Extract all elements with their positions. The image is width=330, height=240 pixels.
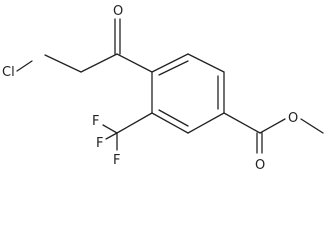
bond-o-methyl [300,118,324,134]
bond-ch2-carbonyl [80,53,118,73]
ring-bond-4 [187,112,225,134]
bond-carbonyl-ring [116,53,153,73]
bond-ester-single-o [259,118,286,134]
bond-cf3-f-left [105,132,118,140]
ring-inner-bond-a [158,60,189,76]
bond-ring-ester [223,112,261,134]
atom-label-ketone-o: O [113,4,123,19]
atom-label-carbonyl-o: O [255,158,265,173]
structure-diagram: Cl O F F F O O [2,4,324,173]
ring-bond-1 [151,53,189,73]
bond-cf3-f-top [102,124,118,134]
bond-ch2-ch2 [44,54,82,73]
bond-ring-cf3 [116,112,153,134]
atom-label-cl: Cl [2,65,15,80]
ring-bond-2 [187,53,225,73]
ring-inner-bond-c [158,109,189,127]
atom-label-f-top: F [92,114,99,129]
atom-label-ester-o: O [288,111,298,126]
ring-bond-5 [151,112,189,134]
bond-cl-ch2 [16,60,33,72]
atom-label-f-bottom: F [113,153,120,168]
atom-label-f-left: F [96,136,103,151]
